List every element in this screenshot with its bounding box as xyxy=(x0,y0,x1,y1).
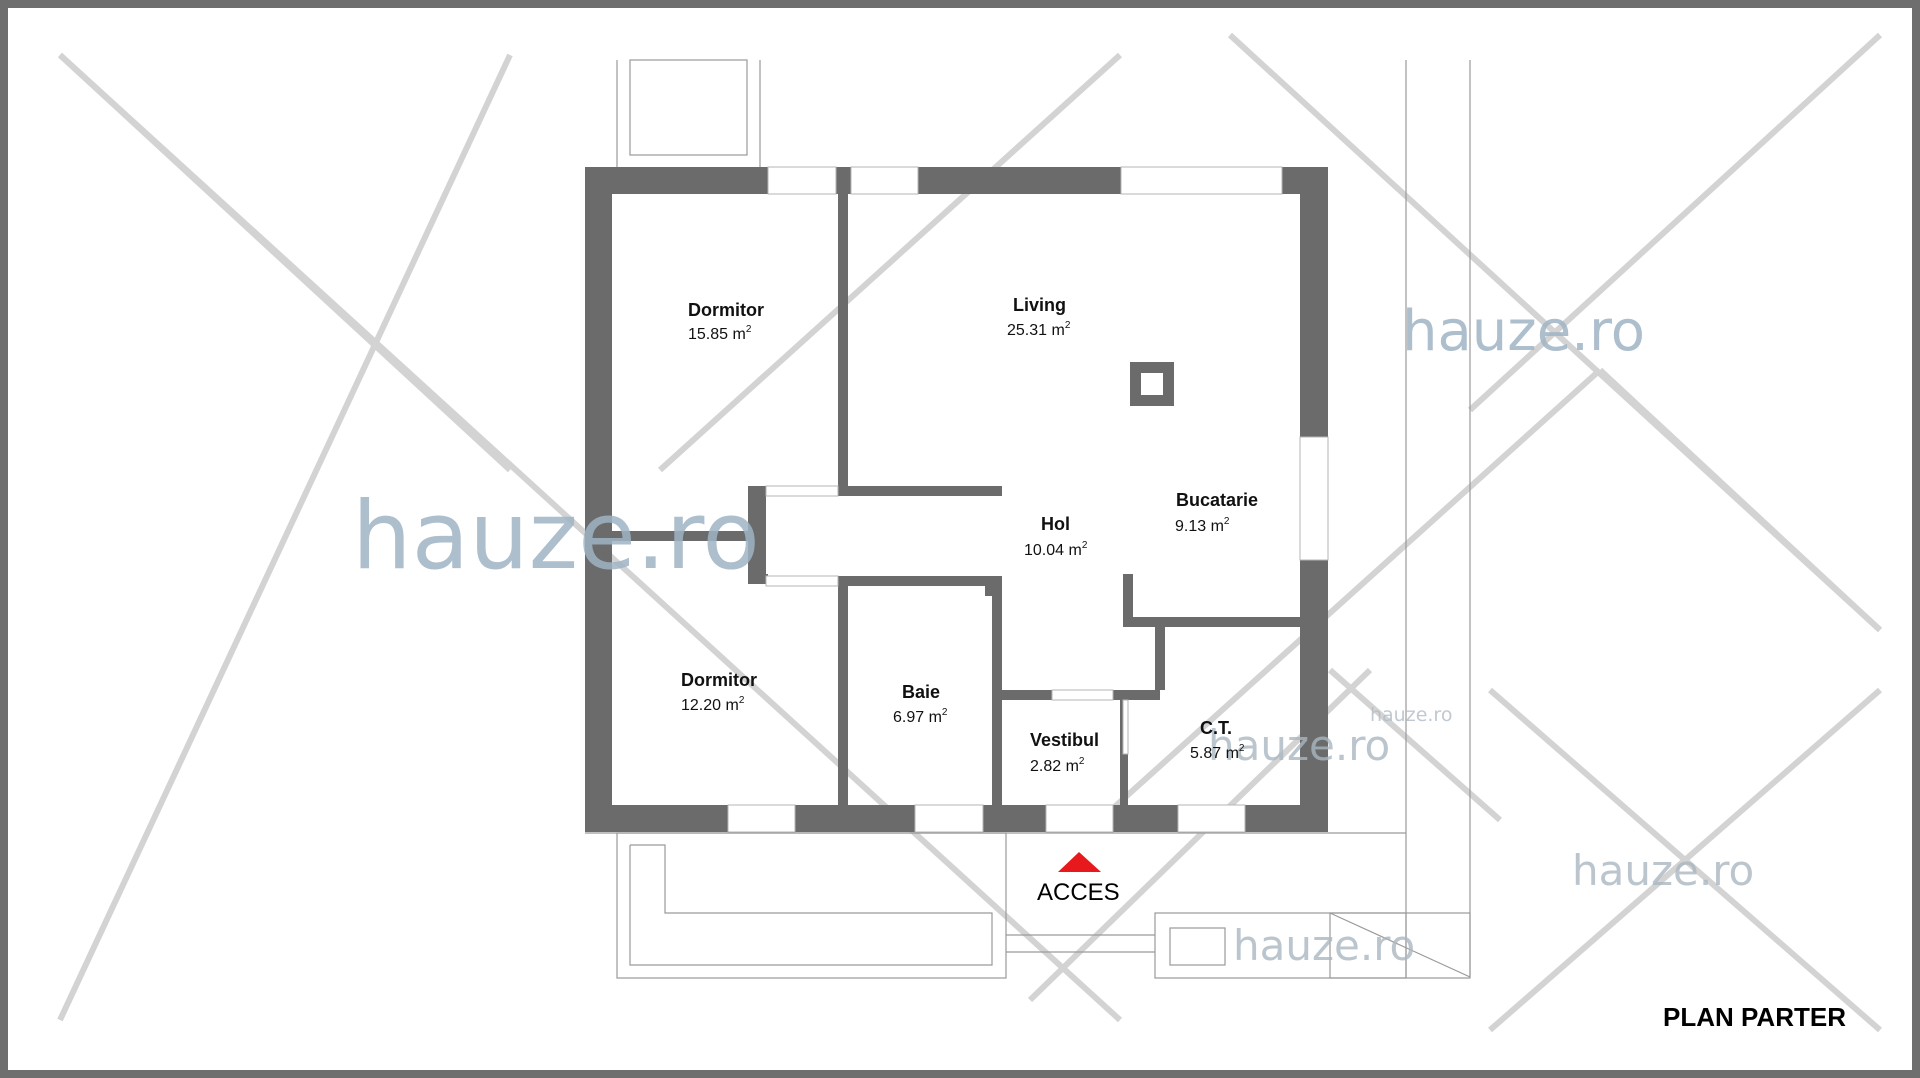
watermark-bottom: hauze.ro xyxy=(1233,921,1415,970)
room-area: 15.85 m2 xyxy=(688,324,752,343)
room-name: Baie xyxy=(902,682,940,702)
watermark-large: hauze.ro xyxy=(352,482,760,591)
room-area: 5.87 m2 xyxy=(1190,743,1245,762)
room-labels: Dormitor 15.85 m2 Living 25.31 m2 Hol 10… xyxy=(681,295,1258,775)
room-area: 12.20 m2 xyxy=(681,695,745,714)
access-arrow-icon xyxy=(1058,852,1101,872)
room-name: C.T. xyxy=(1200,718,1232,738)
room-area: 6.97 m2 xyxy=(893,707,948,726)
watermark-small: hauze.ro xyxy=(1370,704,1452,726)
room-name: Dormitor xyxy=(688,300,764,320)
plan-title: PLAN PARTER xyxy=(1663,1002,1846,1032)
room-area: 25.31 m2 xyxy=(1007,320,1071,339)
watermark-right-bottom: hauze.ro xyxy=(1572,846,1754,895)
site-outline xyxy=(585,59,1471,979)
watermark-cross-lines xyxy=(57,32,1883,1033)
watermark-right-top: hauze.ro xyxy=(1402,299,1645,364)
room-area: 9.13 m2 xyxy=(1175,516,1230,535)
room-name: Bucatarie xyxy=(1176,490,1258,510)
room-name: Living xyxy=(1013,295,1066,315)
room-area: 2.82 m2 xyxy=(1030,756,1085,775)
walls xyxy=(585,167,1328,832)
watermark-ct: hauze.ro xyxy=(1208,721,1390,770)
room-name: Hol xyxy=(1041,514,1070,534)
room-name: Vestibul xyxy=(1030,730,1099,750)
access-label: ACCES xyxy=(1037,879,1120,906)
room-name: Dormitor xyxy=(681,670,757,690)
room-area: 10.04 m2 xyxy=(1024,540,1088,559)
chimney-core xyxy=(1141,373,1163,395)
openings xyxy=(727,166,1329,833)
